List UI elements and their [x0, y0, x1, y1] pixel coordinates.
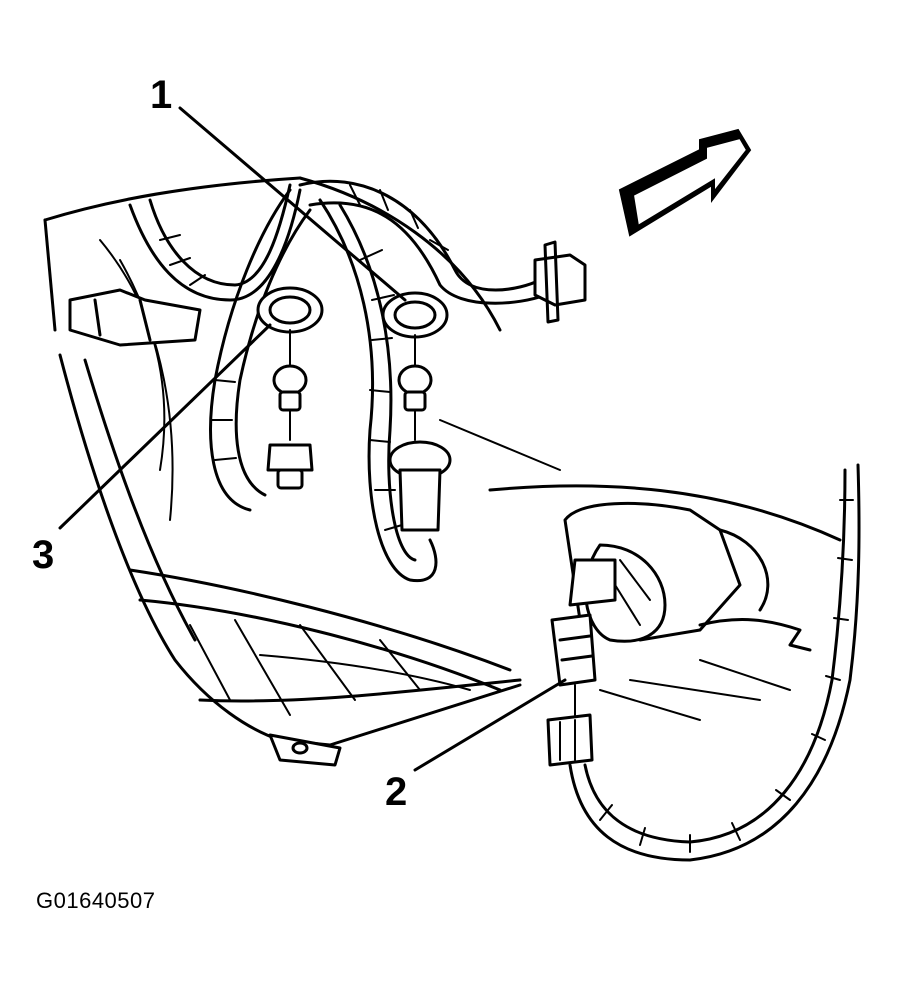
callout-2: 2: [385, 770, 407, 814]
figure-id: G01640507: [36, 888, 156, 913]
socket-grommet-left: [256, 286, 324, 334]
pigtail-harness: [568, 463, 861, 862]
socket-grommet-right: [381, 291, 449, 339]
leader-lines: [58, 106, 567, 772]
fog-lamp-assembly: [563, 501, 812, 721]
forward-direction-arrow: [618, 128, 752, 237]
leader-line-3: [58, 323, 272, 530]
mounting-bracket: [268, 733, 342, 767]
leader-line-2: [413, 678, 567, 772]
bulb-left: [266, 329, 314, 490]
bumper-fascia: [43, 176, 842, 747]
callout-3: 3: [32, 533, 54, 577]
leader-line-1: [178, 106, 407, 302]
bulb-right: [388, 334, 452, 532]
harness-connector-right: [533, 240, 587, 324]
harness-clip: [68, 288, 202, 347]
callout-1: 1: [150, 73, 172, 117]
lamp-connector: [546, 613, 597, 767]
wiring-harness: [128, 179, 547, 583]
